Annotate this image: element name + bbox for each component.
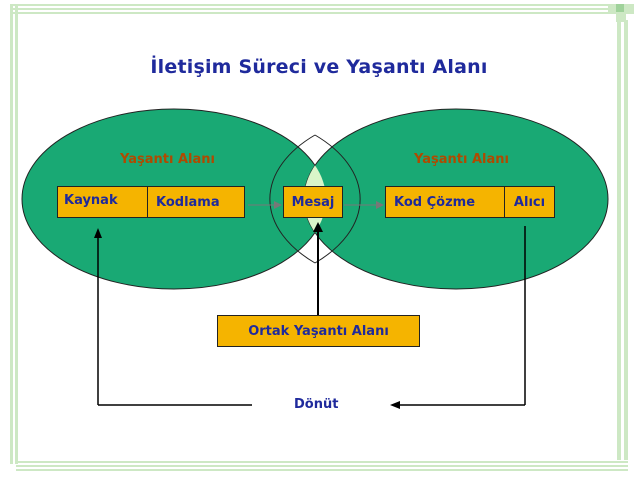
feedback-loop [94, 226, 526, 409]
common-experience-box: Ortak Yaşantı Alanı [217, 315, 420, 347]
arrow-message-to-decoding [344, 201, 384, 209]
message-label: Mesaj [291, 194, 335, 210]
arrow-encoding-to-message [248, 201, 282, 209]
source-label: Kaynak [64, 193, 118, 208]
arrow-common-to-message [313, 222, 323, 316]
receiver-box: Alıcı [504, 186, 555, 218]
bottom-stripes [16, 461, 628, 471]
overlap-outline [269, 134, 316, 264]
encoding-label: Kodlama [156, 194, 220, 210]
left-area-label: Yaşantı Alanı [120, 152, 215, 167]
decoding-box: Kod Çözme [385, 186, 505, 218]
right-area-label: Yaşantı Alanı [414, 152, 509, 167]
decoding-label: Kod Çözme [394, 194, 476, 210]
left-stripes [10, 4, 18, 464]
top-stripes [10, 4, 622, 14]
right-stripes [617, 20, 628, 460]
common-experience-label: Ortak Yaşantı Alanı [248, 323, 389, 339]
page-title: İletişim Süreci ve Yaşantı Alanı [150, 56, 488, 78]
accent-squares [608, 4, 634, 22]
overlap-outline-2 [314, 134, 361, 264]
source-box: Kaynak [57, 186, 148, 218]
message-box: Mesaj [283, 186, 343, 218]
receiver-label: Alıcı [513, 194, 546, 210]
feedback-label: Dönüt [294, 397, 339, 412]
encoding-box: Kodlama [147, 186, 245, 218]
